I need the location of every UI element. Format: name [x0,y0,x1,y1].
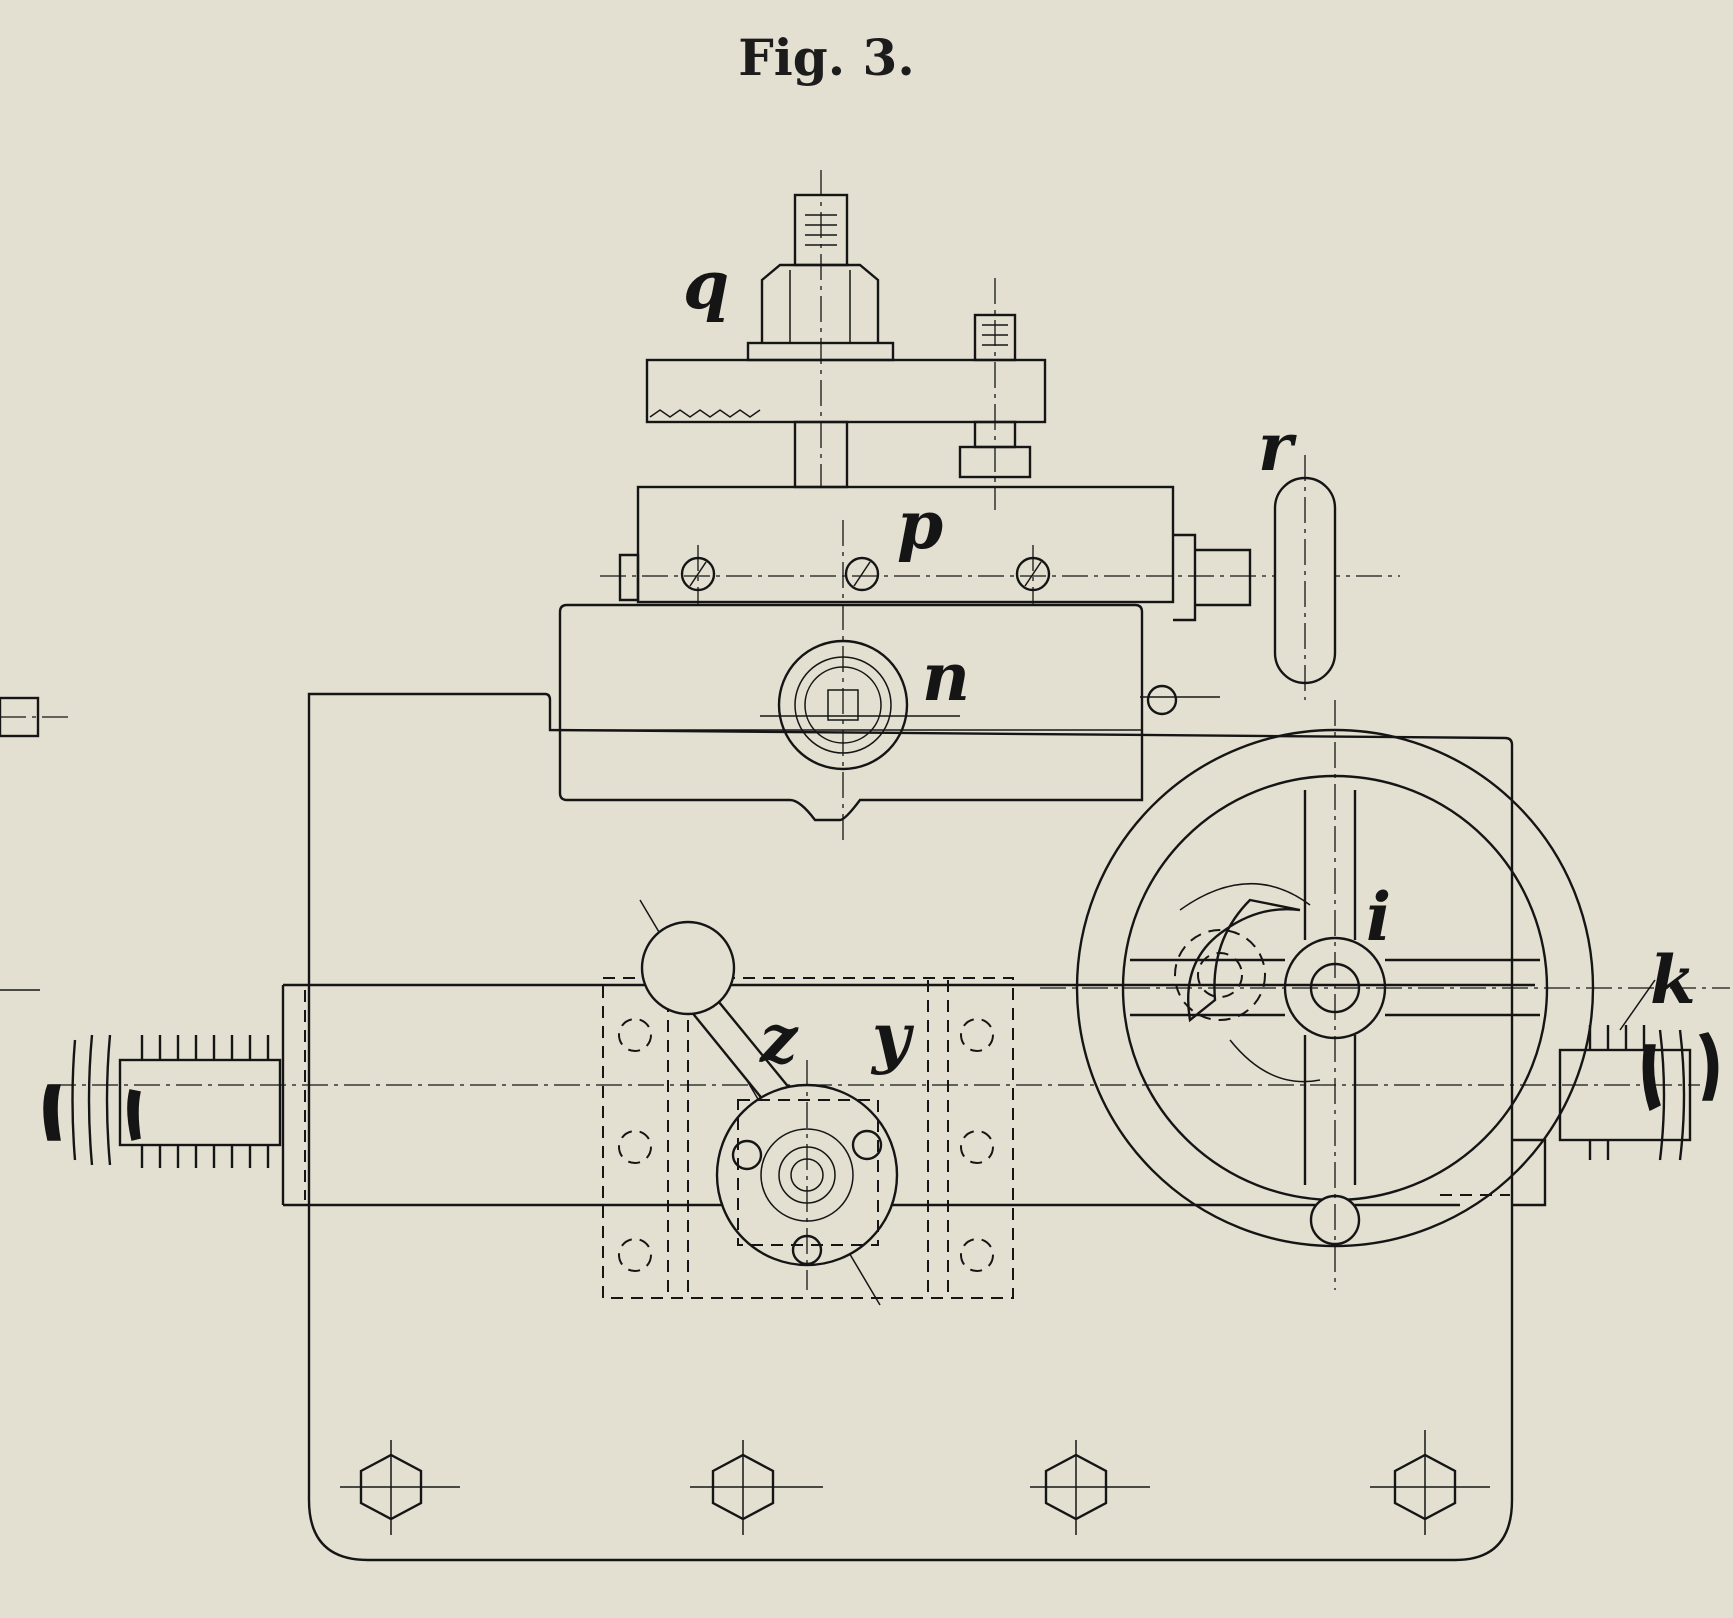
label-q: q [683,246,729,324]
side-screw [1140,684,1220,716]
label-n: n [922,638,970,716]
label-i: i [1366,878,1391,956]
leader-k [1619,979,1656,1031]
label-r: r [1258,408,1297,486]
label-z: z [759,1000,799,1078]
tool-post-stud [958,278,1032,510]
bolt-3 [1030,1440,1150,1535]
bolt-2 [690,1440,823,1535]
tool-post-q [645,170,1047,510]
label-p: p [897,486,943,564]
cross-slide-n [558,520,1220,840]
handwheel-i [1075,700,1595,1290]
lever-z [639,899,899,1306]
label-y: y [870,998,915,1076]
label-k: k [1650,941,1696,1019]
figure-title: Fig. 3. [738,28,915,87]
base-plate [307,692,1547,1562]
compound-slide-p [600,485,1400,622]
lead-screw-right [1558,1025,1719,1161]
apron-dashed-plates [602,977,1014,1299]
mounting-bolts [340,1430,1490,1535]
bolt-1 [340,1440,460,1535]
dashed-screws-left [618,1018,652,1272]
bolt-4 [1370,1430,1490,1535]
lead-screw-left [43,1034,282,1168]
dashed-screws-right [960,1018,994,1272]
left-edge-fragment [0,696,70,991]
handle-r [1273,455,1337,700]
